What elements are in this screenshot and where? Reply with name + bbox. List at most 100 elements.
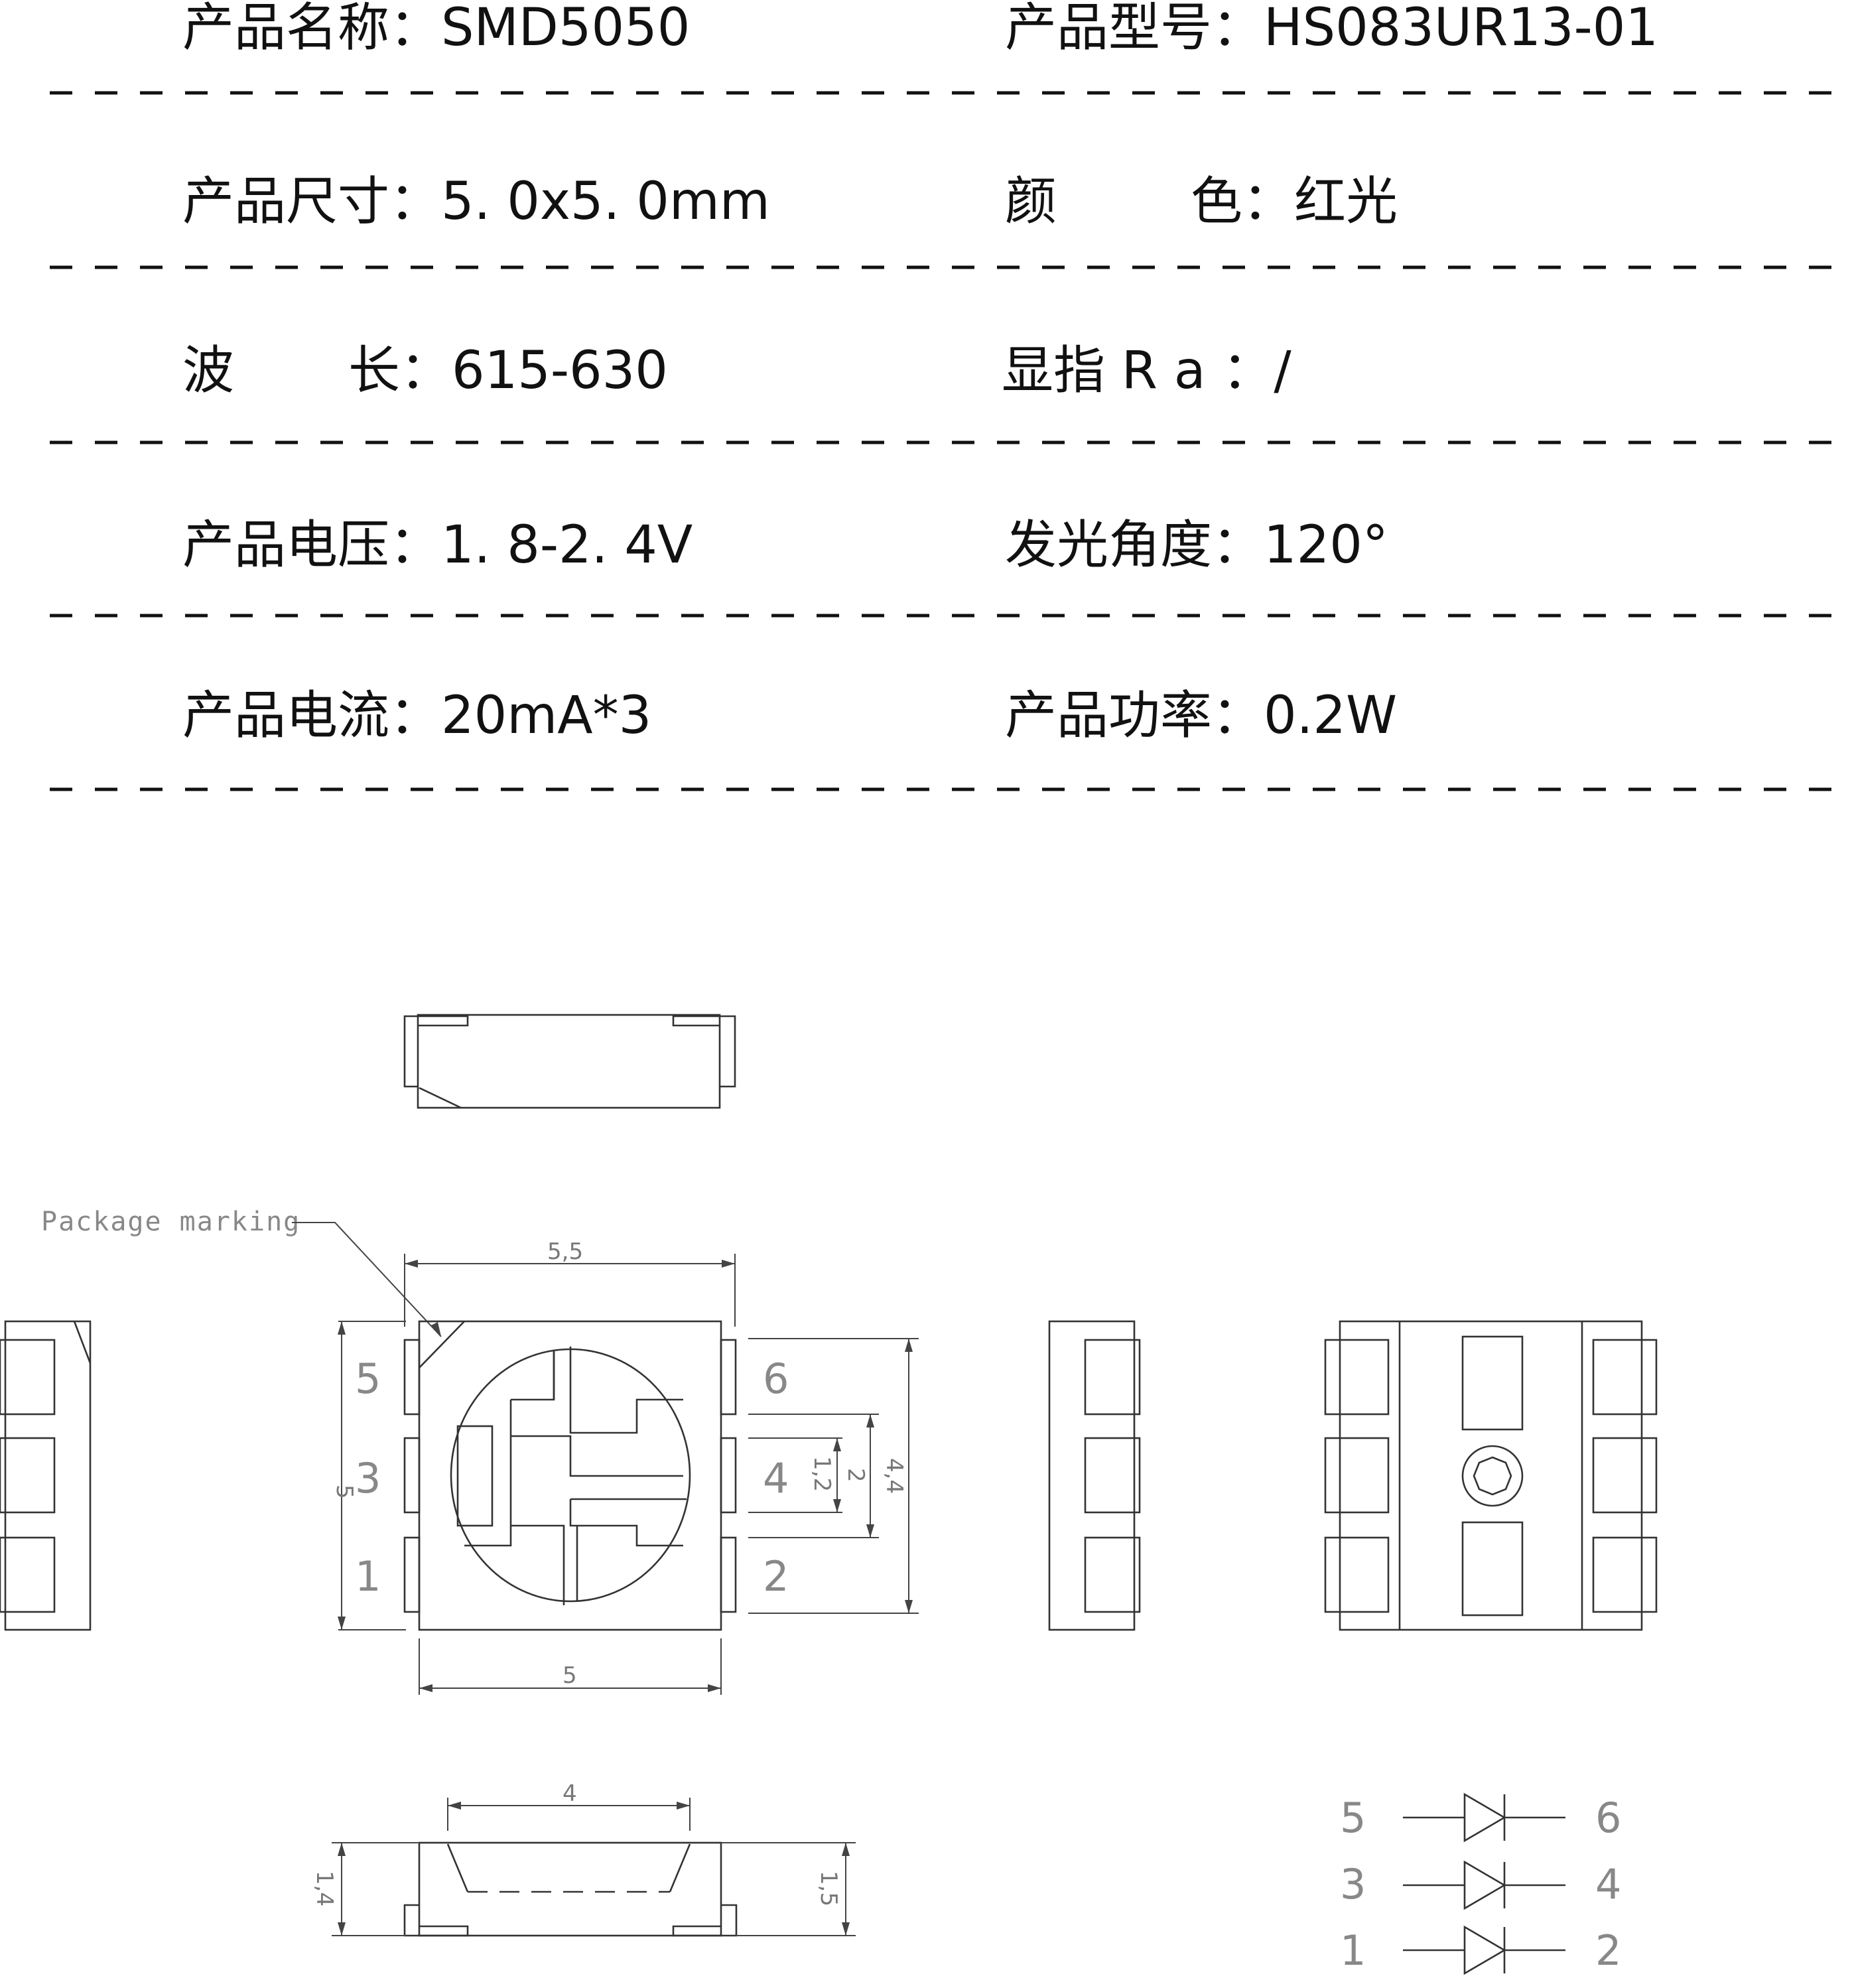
bottom-view-pad-l1 (1324, 1339, 1390, 1416)
side-view-left-marking (73, 1321, 92, 1364)
bottom-view-center-pad-top (1461, 1335, 1524, 1431)
schematic-pin-3: 3 (1340, 1860, 1366, 1908)
dim-pad-height: 1,2 (809, 1456, 835, 1492)
dim-lens-width: 4 (562, 1780, 577, 1807)
dim-top-width: 5,5 (547, 1238, 583, 1265)
side-view-left-pad-3 (0, 1536, 56, 1613)
side-view-front-body (418, 1841, 722, 1937)
schematic: 5 6 3 4 1 2 (1340, 1792, 1621, 1975)
top-view-chamfer (419, 1321, 465, 1368)
top-view-pad-4 (720, 1437, 737, 1514)
color-rendering-index: 显指 R a ：/ (1002, 341, 1291, 401)
leadframe-path-g (569, 1499, 683, 1547)
top-view-pad-1 (403, 1536, 421, 1613)
schematic-pin-6: 6 (1595, 1794, 1621, 1842)
dim-side-right-arrow-bottom (842, 1922, 850, 1936)
top-view-pad-2 (720, 1536, 737, 1613)
product-current: 产品电流：20mA*3 (182, 686, 651, 746)
top-view-pad-6 (720, 1339, 737, 1416)
bottom-view-center-octagon (1473, 1456, 1512, 1496)
dim-lens-arrow-left (448, 1802, 461, 1810)
side-view-front-lead-left (403, 1904, 469, 1937)
leadframe-path-d (464, 1526, 512, 1547)
schematic-pin-4: 4 (1595, 1860, 1621, 1908)
package-marking-note: Package marking (41, 1207, 300, 1237)
side-view-left-pad-2 (0, 1437, 56, 1514)
dim-side-right-height: 1,5 (815, 1871, 842, 1906)
side-view-right-body (1048, 1320, 1136, 1631)
dim-height: 5 (331, 1485, 358, 1499)
side-view-left (0, 1320, 92, 1631)
dim-pitch-arrow-top (866, 1414, 874, 1427)
side-view-front-lens-right (669, 1843, 691, 1892)
wavelength-label-a: 波 (182, 341, 234, 401)
dim-pad-span: 4,4 (881, 1458, 907, 1494)
color-value: 色：红光 (1191, 172, 1398, 232)
side-view-left-pad-1 (0, 1339, 56, 1416)
dim-height-arrow-top (338, 1321, 346, 1335)
dim-top-arrow-right (722, 1260, 735, 1268)
side-view-right-pad-2 (1084, 1437, 1141, 1514)
pin-label-4: 4 (763, 1454, 789, 1502)
schematic-diode-1 (1463, 1792, 1506, 1843)
top-view-pad-3 (403, 1437, 421, 1514)
dim-bottom-arrow-right (708, 1684, 721, 1692)
wavelength-value: 长：615-630 (348, 341, 668, 401)
side-view-top-lead-right (672, 1015, 736, 1088)
schematic-pin-1: 1 (1340, 1926, 1366, 1975)
product-model: 产品型号：HS083UR13-01 (1005, 0, 1658, 58)
dim-pad-height-arrow-bottom (833, 1499, 841, 1512)
dim-pitch-arrow-bottom (866, 1524, 874, 1538)
side-view-right-pad-1 (1084, 1339, 1141, 1416)
schematic-pin-5: 5 (1340, 1794, 1366, 1842)
schematic-diode-2 (1463, 1860, 1506, 1910)
dim-bottom-arrow-left (419, 1684, 432, 1692)
color-label-a: 颜 (1005, 172, 1057, 232)
side-view-right-pad-3 (1084, 1536, 1141, 1613)
dim-pad-span-arrow-bottom (905, 1600, 913, 1613)
side-view-top-lead-left (403, 1015, 469, 1088)
bottom-view-pad-l2 (1324, 1437, 1390, 1514)
pin-label-6: 6 (763, 1355, 789, 1403)
leadframe-path-b (511, 1350, 555, 1401)
dim-pitch: 2 (842, 1468, 869, 1483)
leadframe-bar-left (456, 1425, 494, 1527)
product-voltage: 产品电压：1. 8-2. 4V (182, 515, 693, 575)
pin-label-5: 5 (355, 1355, 381, 1403)
schematic-diode-3 (1463, 1925, 1506, 1975)
side-view-top-marking (419, 1087, 462, 1109)
side-view-front-lens-left (446, 1843, 469, 1892)
top-view-pad-5 (403, 1339, 421, 1416)
product-size: 产品尺寸：5. 0x5. 0mm (182, 172, 770, 232)
dim-lens-arrow-right (677, 1802, 690, 1810)
leadframe-path-f (569, 1347, 683, 1434)
bottom-view-center-circle (1461, 1445, 1524, 1507)
dim-side-left-arrow-bottom (338, 1922, 346, 1936)
side-view-left-body (4, 1320, 92, 1631)
pin-label-3: 3 (355, 1454, 381, 1502)
bottom-view-center-pad-bottom (1461, 1521, 1524, 1617)
bottom-view-pad-r1 (1592, 1339, 1658, 1416)
product-power: 产品功率：0.2W (1005, 686, 1397, 746)
beam-angle: 发光角度：120° (1005, 515, 1388, 575)
dim-side-right-arrow-top (842, 1843, 850, 1856)
pin-label-1: 1 (355, 1552, 381, 1601)
dim-pad-height-arrow-top (833, 1438, 841, 1451)
side-view-top-body (417, 1014, 721, 1109)
bottom-view-pad-r3 (1592, 1536, 1658, 1613)
dim-top-arrow-left (405, 1260, 418, 1268)
dim-side-left-height: 1,4 (311, 1871, 338, 1906)
spec-table: 产品名称：SMD5050 产品型号：HS083UR13-01 产品尺寸：5. 0… (50, 0, 1837, 791)
schematic-pin-2: 2 (1595, 1926, 1621, 1975)
leadframe-path-c (511, 1435, 683, 1477)
dim-body-width: 5 (562, 1662, 577, 1689)
top-view: Package marking 5,5 5 3 1 6 4 2 (41, 1207, 919, 1695)
side-view-top (403, 1014, 736, 1109)
package-marking-leader (292, 1222, 442, 1337)
product-name: 产品名称：SMD5050 (182, 0, 690, 58)
bottom-view-pad-l3 (1324, 1536, 1390, 1613)
bottom-view (1324, 1320, 1658, 1631)
bottom-view-pad-r2 (1592, 1437, 1658, 1514)
pin-label-2: 2 (763, 1552, 789, 1601)
